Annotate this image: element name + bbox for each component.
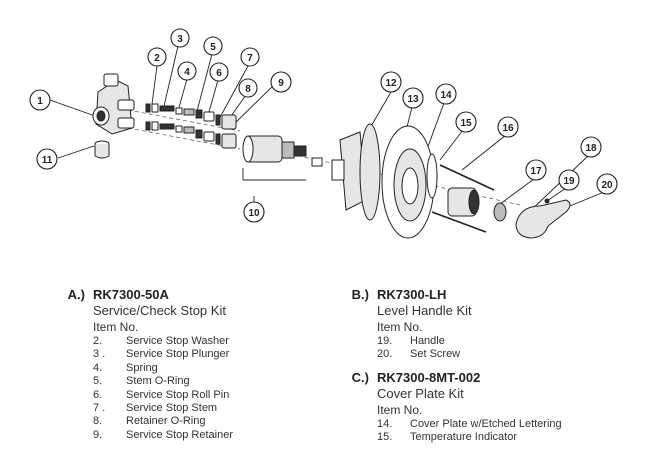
svg-text:5: 5: [210, 42, 216, 53]
callout-7: 7: [240, 47, 260, 67]
list-item: 2.Service Stop Washer: [93, 335, 229, 347]
svg-text:15: 15: [460, 118, 472, 129]
callout-8: 8: [238, 78, 258, 98]
kit-c-title: Cover Plate Kit: [377, 386, 464, 401]
list-item: 20.Set Screw: [377, 348, 461, 361]
kit-a-header: A.) RK7300-50A: [52, 287, 233, 302]
kit-b: B.) RK7300-LH Level Handle Kit Item No. …: [336, 287, 472, 362]
svg-text:10: 10: [248, 208, 260, 219]
kit-b-header: B.) RK7300-LH: [336, 287, 472, 302]
callout-16: 16: [497, 116, 519, 138]
valve-body: [92, 73, 135, 135]
callout-1: 1: [29, 89, 51, 111]
kit-b-code: RK7300-LH: [377, 287, 447, 302]
svg-text:3: 3: [177, 34, 183, 45]
kit-a-title: Service/Check Stop Kit: [93, 303, 226, 318]
kit-c-item-header: Item No.: [377, 403, 423, 417]
callout-6: 6: [209, 62, 229, 82]
service-stop-parts-lower: [145, 121, 237, 149]
svg-text:14: 14: [440, 90, 452, 101]
svg-text:1: 1: [37, 96, 43, 107]
svg-text:6: 6: [216, 68, 222, 79]
svg-text:20: 20: [601, 180, 613, 191]
kit-b-title: Level Handle Kit: [377, 303, 472, 318]
callout-15: 15: [455, 111, 477, 133]
handle-adapter: [447, 187, 507, 222]
kit-a-code: RK7300-50A: [93, 287, 169, 302]
kit-c-items: 14.Cover Plate w/Etched Lettering 15.Tem…: [377, 418, 562, 445]
svg-text:4: 4: [184, 67, 190, 78]
kit-c-letter: C.): [351, 370, 369, 385]
callout-14: 14: [435, 83, 457, 105]
cartridge: [242, 135, 323, 167]
service-stop-parts-upper: [145, 103, 237, 130]
callout-9: 9: [270, 71, 292, 93]
list-item: 8.Retainer O-Ring: [93, 415, 206, 428]
kit-c-header: C.) RK7300-8MT-002: [336, 370, 562, 385]
kit-b-letter: B.): [351, 287, 369, 302]
callout-10: 10: [243, 201, 265, 223]
callout-20: 20: [596, 173, 618, 195]
list-item: 6.Service Stop Roll Pin: [93, 388, 230, 401]
callout-3: 3: [170, 28, 190, 48]
kit-a-letter: A.): [67, 287, 85, 302]
callout-4: 4: [177, 61, 197, 81]
axis-lines: [127, 109, 521, 206]
exploded-parts-diagram: 1 2 3 4 5 6 7 8 9 10 11 12 13 14 15 16 1…: [29, 28, 618, 239]
svg-text:12: 12: [385, 78, 397, 89]
callout-17: 17: [525, 159, 547, 181]
leader-lines: [49, 45, 605, 214]
callout-12: 12: [380, 71, 402, 93]
kit-c: C.) RK7300-8MT-002 Cover Plate Kit Item …: [336, 370, 562, 445]
kit-b-items: 19.Handle 20.Set Screw: [377, 335, 472, 362]
svg-text:16: 16: [502, 123, 514, 134]
callout-11: 11: [36, 148, 58, 170]
kit-b-item-header: Item No.: [377, 320, 423, 334]
lever-handle: [515, 198, 571, 239]
kit-a-items: 2.Service Stop Washer 3 .Service Stop Pl…: [93, 335, 233, 442]
callout-2: 2: [147, 47, 167, 67]
svg-text:2: 2: [154, 53, 160, 64]
callout-18: 18: [580, 136, 602, 158]
svg-text:17: 17: [530, 166, 542, 177]
callout-13: 13: [402, 87, 424, 109]
check-stop-fitting: [94, 140, 110, 159]
svg-text:13: 13: [407, 94, 419, 105]
kit-c-code: RK7300-8MT-002: [377, 370, 481, 385]
list-item: 19.Handle: [377, 335, 445, 347]
svg-text:9: 9: [278, 78, 284, 89]
list-item: 3 .Service Stop Plunger: [93, 348, 230, 361]
svg-text:19: 19: [563, 176, 575, 187]
svg-text:7: 7: [247, 53, 253, 64]
svg-text:18: 18: [585, 143, 597, 154]
callout-19: 19: [558, 169, 580, 191]
list-item: 15.Temperature Indicator: [377, 431, 517, 444]
list-item: 5.Stem O-Ring: [93, 375, 190, 388]
kit-a: A.) RK7300-50A Service/Check Stop Kit It…: [52, 287, 233, 442]
kit-a-item-header: Item No.: [93, 320, 139, 334]
list-item: 4.Spring: [93, 361, 158, 374]
callout-5: 5: [203, 36, 223, 56]
svg-text:11: 11: [42, 155, 53, 166]
list-item: 14.Cover Plate w/Etched Lettering: [377, 418, 562, 430]
list-item: 9.Service Stop Retainer: [93, 428, 233, 441]
escutcheon-assembly: [331, 123, 438, 239]
list-item: 7 .Service Stop Stem: [93, 402, 218, 415]
svg-text:8: 8: [245, 84, 251, 95]
mounting-screws: [431, 164, 495, 233]
